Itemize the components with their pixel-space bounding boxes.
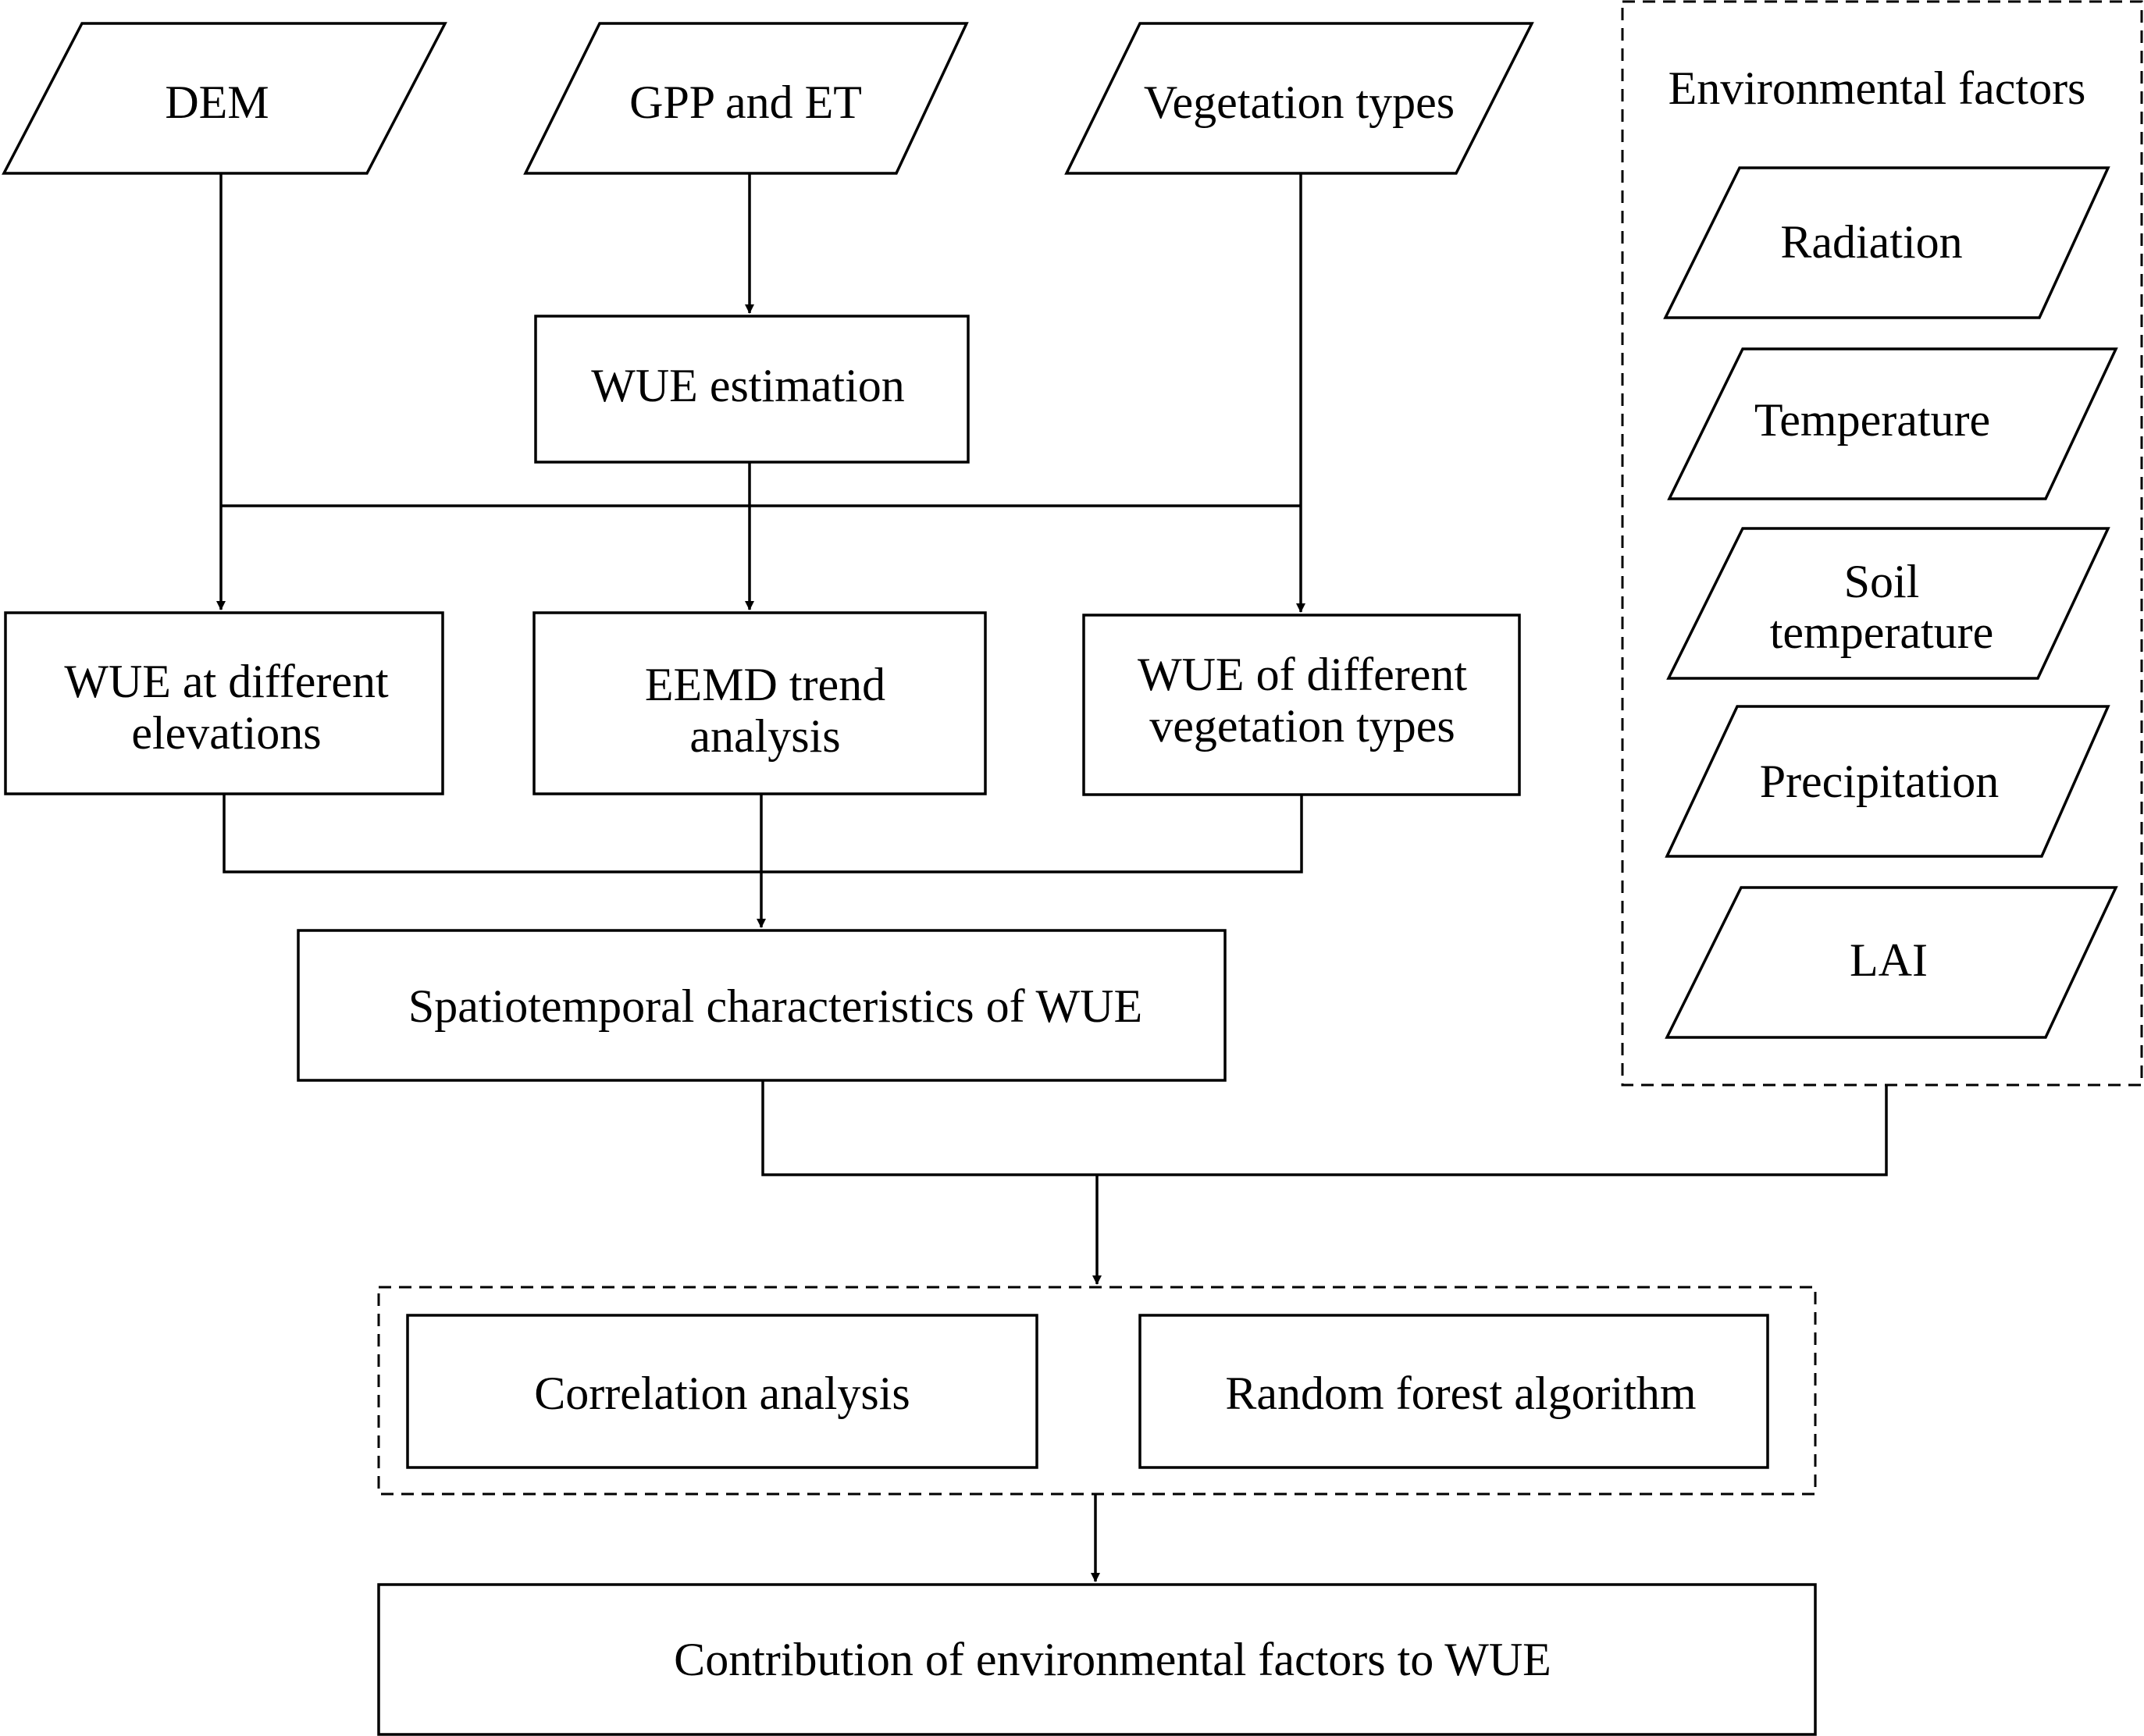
soil-temperature-label-line2: temperature — [1770, 607, 1994, 658]
environmental-factors-panel: Environmental factors Radiation Temperat… — [1621, 0, 2143, 1087]
correlation-analysis-label: Correlation analysis — [534, 1368, 910, 1419]
analysis-methods-group: Correlation analysis Random forest algor… — [377, 1286, 1817, 1496]
eemd-trend-label-line1: EEMD trend — [645, 659, 885, 710]
vegetation-types-input: Vegetation types — [1064, 22, 1534, 175]
temperature-label: Temperature — [1754, 394, 1990, 446]
dem-label: DEM — [165, 76, 269, 128]
soil-temperature-factor: Soil temperature — [1666, 527, 2110, 680]
wue-estimation-box: WUE estimation — [534, 315, 970, 464]
spatiotemporal-box: Spatiotemporal characteristics of WUE — [297, 929, 1227, 1082]
connectors — [216, 173, 1888, 1582]
wue-elevations-box: WUE at different elevations — [4, 611, 444, 795]
soil-temperature-label-line1: Soil — [1844, 556, 1920, 607]
wue-estimation-label: WUE estimation — [591, 360, 905, 411]
lai-label: LAI — [1850, 934, 1928, 986]
precipitation-label: Precipitation — [1760, 756, 2000, 807]
temperature-factor: Temperature — [1667, 347, 2118, 500]
gpp-et-input: GPP and ET — [523, 22, 969, 175]
environmental-factors-title: Environmental factors — [1669, 62, 2086, 114]
contribution-box: Contribution of environmental factors to… — [377, 1583, 1817, 1736]
correlation-analysis-box: Correlation analysis — [406, 1314, 1038, 1469]
contribution-label: Contribution of environmental factors to… — [674, 1634, 1551, 1685]
radiation-label: Radiation — [1780, 216, 1962, 268]
radiation-factor: Radiation — [1663, 166, 2110, 319]
random-forest-box: Random forest algorithm — [1138, 1314, 1769, 1469]
vegetation-types-label: Vegetation types — [1144, 76, 1455, 128]
wue-vegetation-box: WUE of different vegetation types — [1082, 614, 1521, 796]
gpp-et-label: GPP and ET — [629, 76, 862, 128]
random-forest-label: Random forest algorithm — [1225, 1368, 1696, 1419]
eemd-trend-box: EEMD trend analysis — [532, 611, 987, 795]
precipitation-factor: Precipitation — [1665, 705, 2110, 858]
eemd-trend-label-line2: analysis — [689, 710, 840, 762]
wue-elevations-label-line1: WUE at different — [64, 656, 389, 707]
dem-input: DEM — [2, 22, 447, 175]
lai-factor: LAI — [1665, 886, 2118, 1039]
connector-lower-merge — [761, 1080, 1888, 1176]
spatiotemporal-label: Spatiotemporal characteristics of WUE — [408, 980, 1142, 1032]
wue-elevations-label-line2: elevations — [131, 707, 321, 759]
wue-vegetation-label-line2: vegetation types — [1149, 700, 1455, 752]
connector-middle-row-merge — [223, 794, 1303, 873]
wue-vegetation-label-line1: WUE of different — [1138, 649, 1467, 700]
